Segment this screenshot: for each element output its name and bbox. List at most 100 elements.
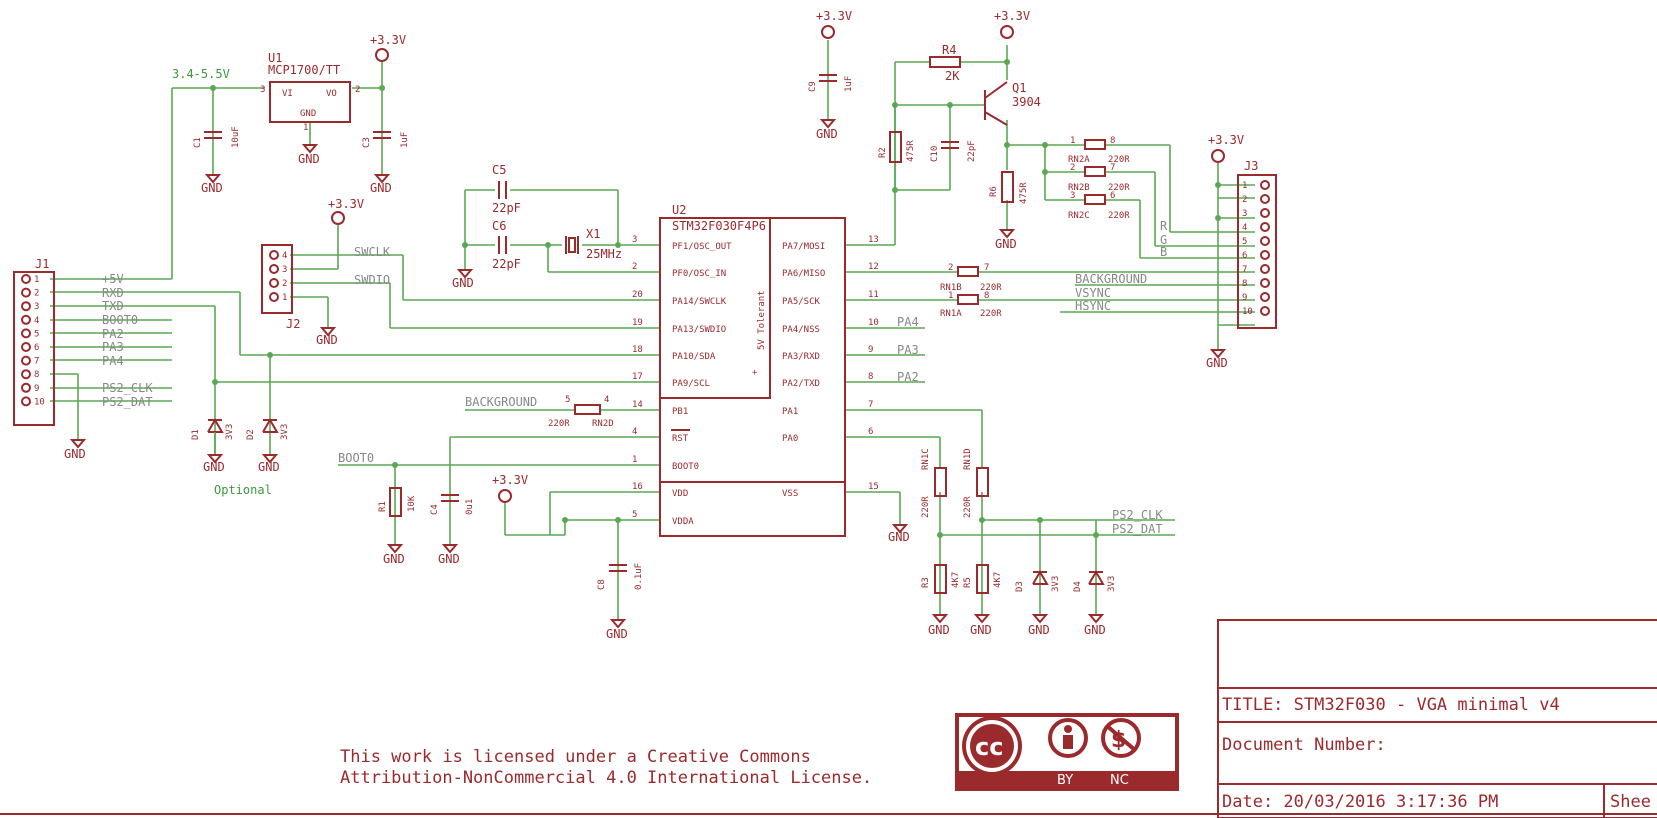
j1-pin-number: 5 [34,329,39,339]
svg-text:8: 8 [1110,136,1115,146]
u2-pin-name: PF1/OSC_OUT [672,242,732,252]
svg-text:+3.3V: +3.3V [994,9,1030,23]
svg-text:3V3: 3V3 [225,424,235,440]
svg-text:2K: 2K [945,69,960,83]
license-line-1: This work is licensed under a Creative C… [340,747,811,767]
net-ps2-clk-right: PS2_CLK [1112,508,1163,522]
j1-pin-number: 7 [34,357,39,367]
net-5v: +5V [102,272,124,286]
u2-pin-number: 14 [632,400,643,410]
svg-text:J3: J3 [1244,159,1258,173]
svg-text:RN2D: RN2D [592,419,614,429]
net-boot0: BOOT0 [102,313,138,327]
svg-text:X1: X1 [586,227,600,241]
j3-pin [1260,222,1270,232]
u2-pin-name: PB1 [672,407,688,417]
svg-text:+3.3V: +3.3V [1208,133,1244,147]
svg-text:R5: R5 [963,577,973,588]
j1-pin [21,369,31,380]
u2-pin-name: PA0 [782,434,798,444]
j1-pin [21,287,31,298]
svg-text:GND: GND [316,333,338,347]
svg-text:7: 7 [1110,163,1115,173]
net-pa2-right: PA2 [897,370,919,384]
svg-text:25MHz: 25MHz [586,247,622,261]
u2-pin-number: 7 [868,400,873,410]
svg-text:RN2A: RN2A [1068,155,1090,165]
resistor-r3: R3 4K7 GND [921,564,961,637]
svg-text:22pF: 22pF [492,201,521,215]
svg-text:2: 2 [948,263,953,273]
gnd-symbol: GND [64,439,87,461]
svg-text:1: 1 [303,123,308,133]
svg-text:GND: GND [64,447,86,461]
net-pa3: PA3 [102,340,124,354]
document-number: Document Number: [1222,735,1386,755]
svg-text:7: 7 [984,263,989,273]
capacitor-c3: C3 1uF GND [362,131,410,195]
svg-text:3V3: 3V3 [280,424,290,440]
svg-text:U1: U1 [268,51,282,65]
resistor-r5: R5 4K7 GND [963,564,1003,637]
resistor-r2: R2 475R [878,131,916,163]
svg-text:3904: 3904 [1012,95,1041,109]
net-3v4-5v5: 3.4-5.5V [172,67,230,81]
u2-pin-name: PA1 [782,407,798,417]
u2-pin-number: 13 [868,235,879,245]
svg-text:Q1: Q1 [1012,81,1026,95]
svg-text:4K7: 4K7 [951,572,961,588]
svg-text:GND: GND [370,181,392,195]
svg-text:GND: GND [1206,356,1228,370]
net-ps2-dat: PS2_DAT [102,395,153,409]
j3-pin [1260,264,1270,274]
svg-text:GND: GND [970,623,992,637]
svg-text:B: B [1160,245,1167,259]
j3-pin [1260,250,1270,260]
svg-text:1: 1 [1070,136,1075,146]
svg-text:10K: 10K [407,495,417,512]
diode-d2: D2 3V3 GND [246,418,290,474]
resistor-rn1b: 2 7 RN1B 220R [940,263,1002,293]
svg-text:5V Tolerant: 5V Tolerant [757,290,767,350]
title-text: TITLE: STM32F030 - VGA minimal v4 [1222,695,1560,715]
gnd-symbol: GND [1206,349,1228,370]
u2-pin-number: 19 [632,318,643,328]
net-background-left: BACKGROUND [465,395,537,409]
vcc-symbol: +3.3V [994,9,1030,39]
u2-pin-name: PA5/SCK [782,297,821,307]
wires [50,40,1255,620]
svg-text:5: 5 [565,395,570,405]
net-ps2-clk: PS2_CLK [102,381,153,395]
svg-text:GND: GND [300,109,316,119]
svg-text:C6: C6 [492,219,506,233]
svg-text:22pF: 22pF [967,140,977,162]
svg-text:GND: GND [203,460,225,474]
svg-text:2: 2 [355,85,360,95]
svg-text:220R: 220R [963,496,973,518]
j3-pin-number: 7 [1242,265,1247,275]
svg-text:475R: 475R [906,140,916,162]
capacitor-c4: C4 0u1 GND [430,494,475,566]
svg-text:STM32F030F4P6: STM32F030F4P6 [672,219,766,233]
j3-pin [1260,208,1270,218]
svg-text:220R: 220R [1108,155,1130,165]
svg-text:220R: 220R [980,283,1002,293]
u2-pin-number: 11 [868,290,879,300]
j1-pin-number: 8 [34,370,39,380]
net-swdio: SWDIO [354,273,390,287]
u2-pin-name: PA13/SWDIO [672,325,726,335]
net-boot0-left: BOOT0 [338,451,374,465]
date-text: Date: 20/03/2016 3:17:36 PM [1222,792,1498,812]
gnd-symbol: GND [888,524,910,544]
u2-pin-name: PA9/SCL [672,379,710,389]
junction-dots [210,59,1221,538]
u2-pin-number: 16 [632,482,643,492]
j3-pin [1260,278,1270,288]
license-line-2: Attribution-NonCommercial 4.0 Internatio… [340,768,872,788]
svg-text:D1: D1 [191,429,201,440]
resistor-r1: R1 10K GND [378,487,417,566]
u2-pin-name: VDDA [672,517,694,527]
j3-pin [1260,306,1270,316]
net-vsync: VSYNC [1075,286,1111,300]
capacitor-c5: C5 22pF [492,163,521,215]
